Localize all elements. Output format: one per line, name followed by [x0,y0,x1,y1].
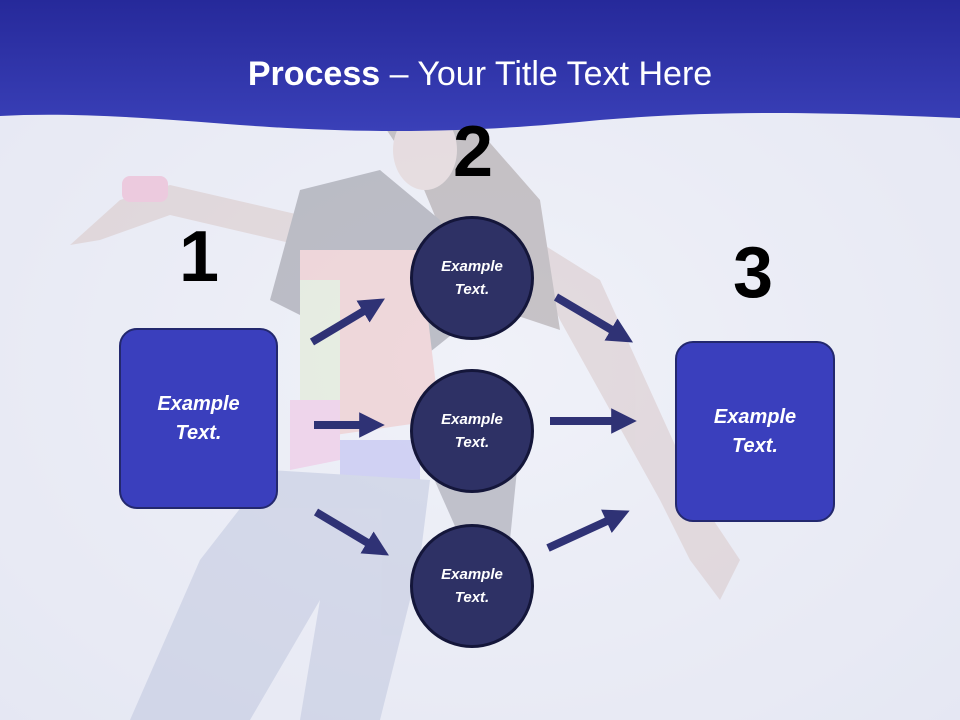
arrow-left-to-top [309,298,385,346]
circle-middle: Example Text. [410,369,534,493]
arrow-bottom-to-right [546,509,630,552]
circle-top-label: Example Text. [441,258,503,298]
step-number-1: 1 [178,217,220,297]
left-box: Example Text. [119,328,278,509]
slide-title: Process – Your Title Text Here [0,52,960,96]
circle-top: Example Text. [410,216,534,340]
step-number-3: 3 [732,233,774,313]
circle-bottom: Example Text. [410,524,534,648]
circle-middle-label: Example Text. [441,411,503,451]
left-box-label: Example Text. [157,392,240,444]
step-number-2: 2 [452,112,494,192]
circle-bottom-label: Example Text. [441,566,503,606]
right-box: Example Text. [675,341,835,522]
title-bold: Process [247,55,381,93]
arrow-top-to-right [553,293,634,343]
title-rest: – Your Title Text Here [380,55,713,93]
header-band [0,0,960,132]
right-box-label: Example Text. [713,405,797,457]
arrow-left-to-bottom [313,508,389,556]
